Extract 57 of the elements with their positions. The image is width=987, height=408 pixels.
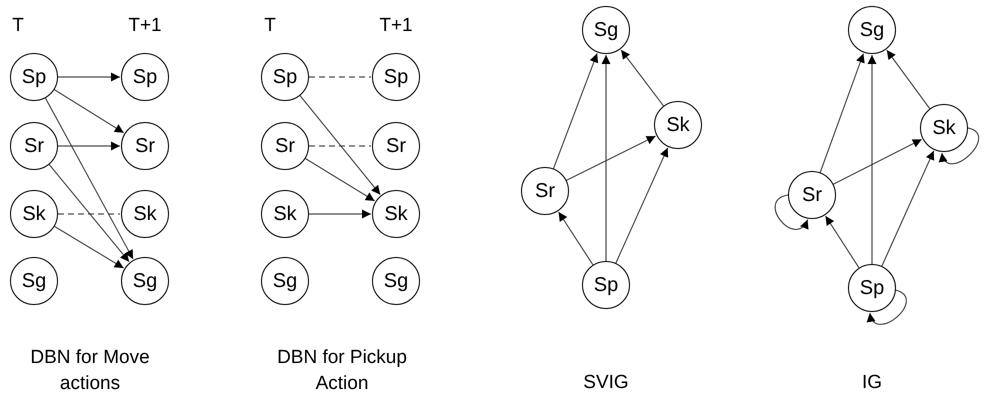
arrow bbox=[48, 164, 130, 262]
state-circle: Sp bbox=[582, 261, 630, 309]
state-circle: Sp bbox=[848, 264, 896, 312]
state-circle: Sk bbox=[920, 104, 968, 152]
arrow bbox=[940, 128, 980, 164]
state-circle: Sg bbox=[10, 257, 58, 305]
time-label: T+1 bbox=[378, 14, 414, 38]
arrow bbox=[886, 50, 930, 110]
state-circle: Sr bbox=[261, 122, 309, 170]
state-circle: Sk bbox=[654, 101, 702, 149]
state-circle: Sr bbox=[372, 122, 420, 170]
caption: IG bbox=[860, 371, 884, 395]
arrow bbox=[44, 98, 134, 260]
arrow bbox=[300, 95, 381, 196]
state-circle: Sk bbox=[261, 190, 309, 238]
caption: SVIG bbox=[582, 371, 630, 395]
state-circle: Sp bbox=[372, 53, 420, 101]
arrow bbox=[602, 54, 610, 262]
state-circle: Sg bbox=[372, 257, 420, 305]
state-circle: Sp bbox=[261, 53, 309, 101]
arrow bbox=[553, 52, 598, 170]
state-circle: Sg bbox=[848, 6, 896, 54]
arrow bbox=[868, 290, 907, 325]
arrow bbox=[308, 210, 372, 218]
arrow bbox=[825, 216, 860, 268]
state-circle: Sk bbox=[10, 190, 58, 238]
connector-line bbox=[308, 76, 372, 78]
state-circle: Sp bbox=[121, 53, 169, 101]
state-circle: Sr bbox=[10, 122, 58, 170]
arrow bbox=[832, 138, 922, 185]
state-circle: Sp bbox=[10, 53, 58, 101]
arrow bbox=[58, 72, 120, 82]
state-circle: Sr bbox=[788, 171, 836, 219]
state-circle: Sr bbox=[121, 122, 169, 170]
arrow bbox=[558, 211, 594, 266]
state-circle: Sk bbox=[121, 190, 169, 238]
arrow bbox=[566, 136, 656, 181]
time-label: T bbox=[263, 14, 277, 38]
caption: DBN for Pickup Action bbox=[276, 346, 408, 396]
arrow bbox=[881, 150, 934, 267]
state-circle: Sg bbox=[121, 257, 169, 305]
state-circle: Sk bbox=[372, 190, 420, 238]
time-label: T bbox=[11, 14, 25, 38]
state-circle: Sg bbox=[261, 257, 309, 305]
arrow bbox=[304, 158, 376, 202]
arrow bbox=[58, 142, 120, 150]
time-label: T+1 bbox=[127, 14, 163, 38]
state-circle: Sr bbox=[521, 167, 569, 215]
arrow bbox=[54, 89, 124, 134]
arrow bbox=[54, 226, 124, 269]
caption: DBN for Move actions bbox=[29, 346, 151, 396]
arrow bbox=[820, 53, 865, 173]
arrow bbox=[615, 147, 668, 264]
arrow bbox=[620, 49, 664, 106]
state-circle: Sg bbox=[582, 6, 630, 54]
arrow bbox=[868, 54, 876, 264]
arrow bbox=[774, 194, 808, 230]
